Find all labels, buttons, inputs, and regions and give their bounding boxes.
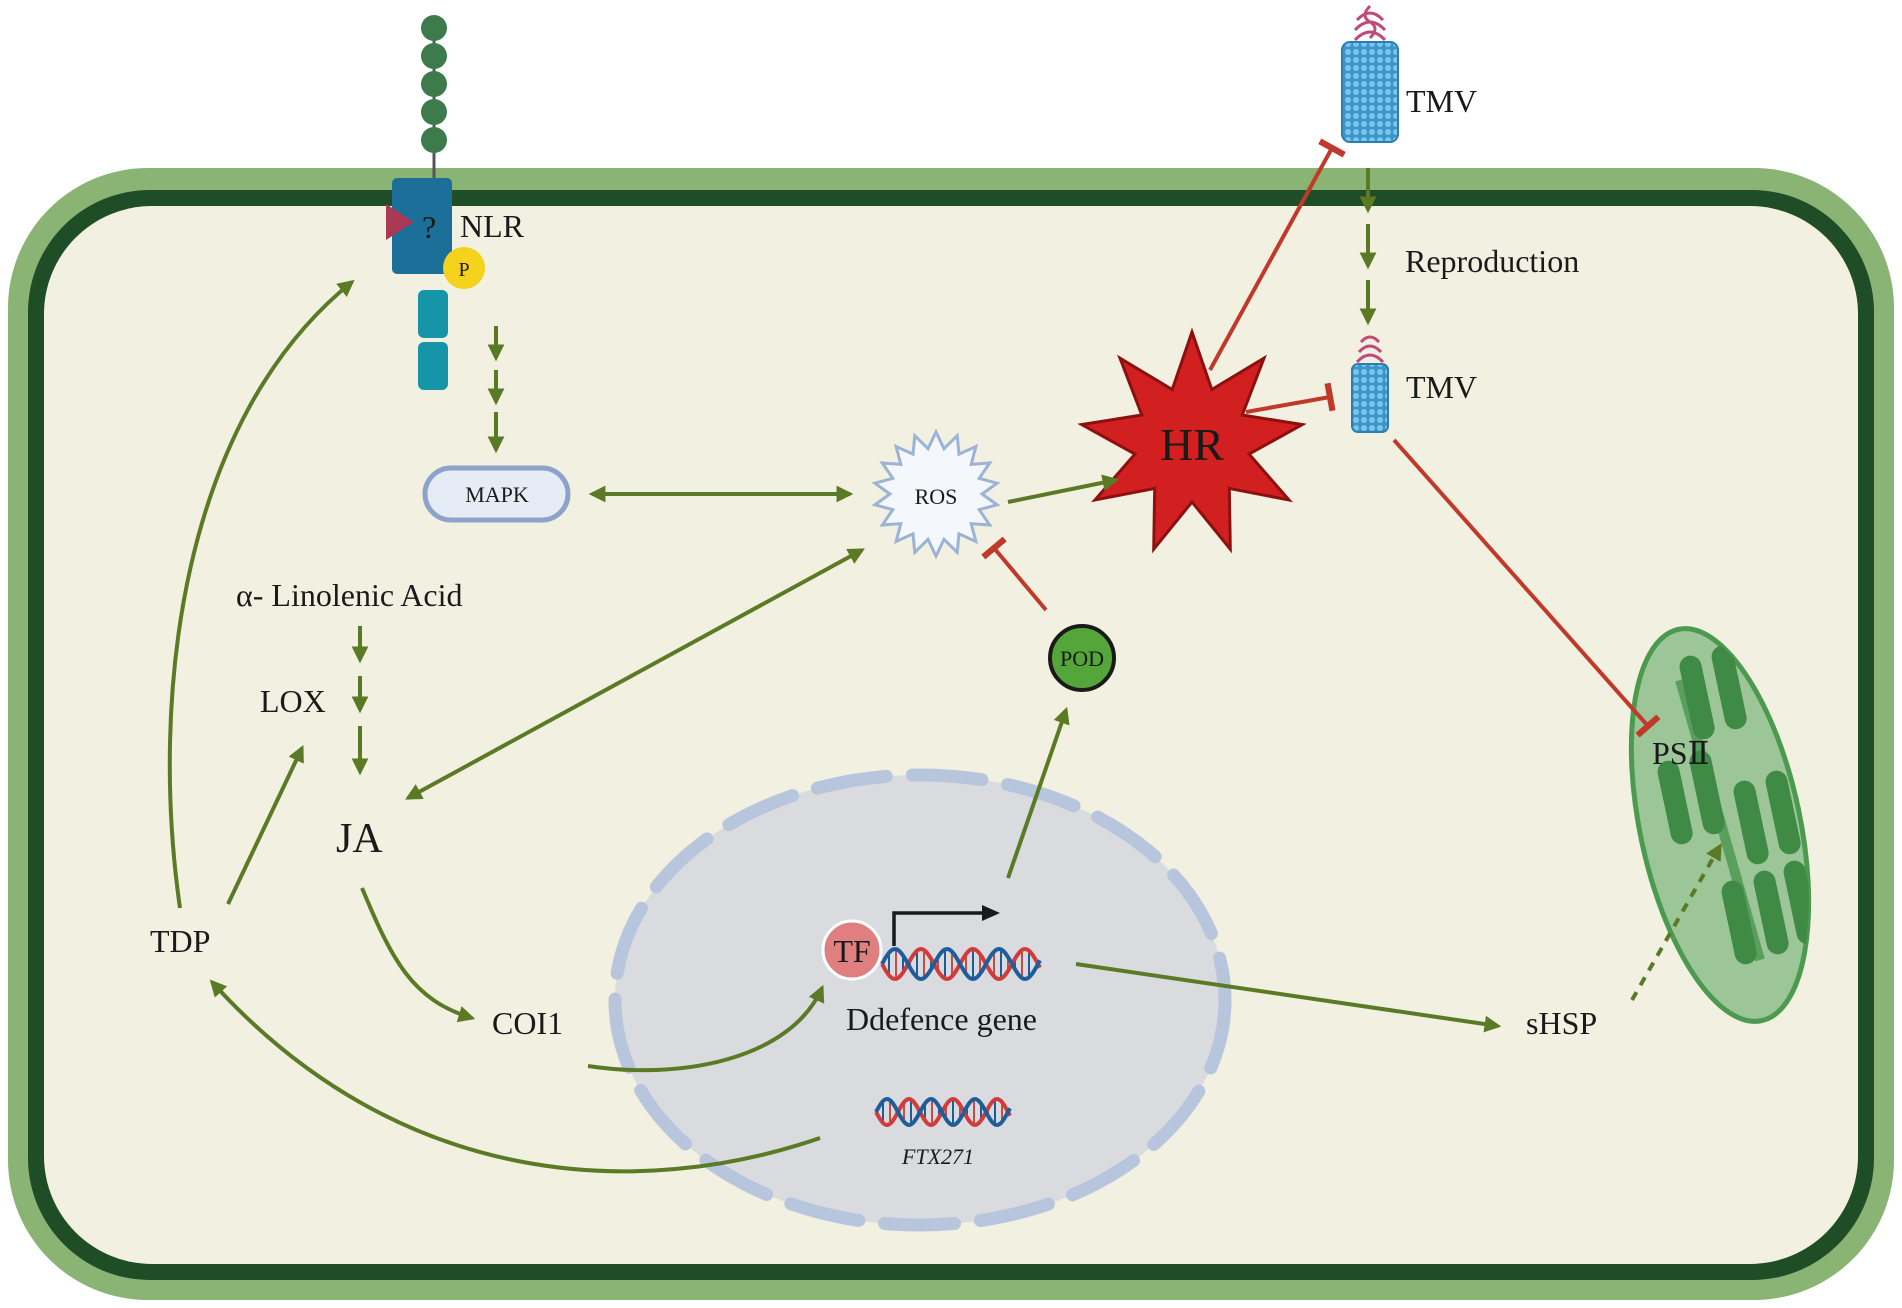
pod-icon xyxy=(1048,624,1116,692)
tf-icon xyxy=(821,919,883,981)
dna-strand-b xyxy=(880,946,1042,982)
tmv-virion-outer-icon xyxy=(1341,4,1399,143)
arrow-ja-coi1 xyxy=(360,887,476,1023)
arrow-ftx271-tdp xyxy=(209,979,821,1174)
arrow-tdp-nlr xyxy=(167,279,355,909)
tmv-outer-label: TMV xyxy=(1406,83,1477,119)
receptor-unknown-mark: ? xyxy=(422,209,436,245)
hr-label: HR xyxy=(1160,419,1224,470)
arrow-coi1-tf xyxy=(587,984,825,1073)
ros-burst-icon xyxy=(871,428,1001,560)
arrow-shsp-psii xyxy=(1630,843,1722,1001)
arrow-ja-ros xyxy=(405,548,865,800)
tmv-virion-inner-icon xyxy=(1351,335,1389,433)
tmv-inner-label: TMV xyxy=(1406,369,1477,405)
phosphate-label: P xyxy=(458,259,469,281)
coi1-label: COI1 xyxy=(492,1005,563,1041)
transcription-start-arrow xyxy=(892,911,988,946)
nlr-label: NLR xyxy=(460,208,525,244)
tf-label: TF xyxy=(833,933,870,969)
nucleus xyxy=(608,768,1232,1232)
inhibit-hr-tmv-outer xyxy=(1208,138,1346,371)
hr-star-icon xyxy=(1077,327,1307,554)
pod-label: POD xyxy=(1060,646,1104,671)
dna-double-helix-icon xyxy=(880,946,1042,982)
inhibit-tmv-psii xyxy=(1392,438,1661,738)
arrow-ros-hr xyxy=(1007,474,1120,504)
lox-label: LOX xyxy=(260,683,326,719)
defence-gene-label: Ddefence gene xyxy=(846,1001,1037,1037)
arrow-gene-shsp xyxy=(1075,962,1502,1033)
nlr-receptor-icon xyxy=(386,15,452,390)
ftx271-label: FTX271 xyxy=(901,1144,974,1169)
inhibit-hr-tmv-inner xyxy=(1245,382,1336,414)
linolenic-acid-label: α- Linolenic Acid xyxy=(236,577,462,613)
inhibition-lines xyxy=(981,138,1661,738)
mapk-box xyxy=(422,465,571,523)
ja-label: JA xyxy=(336,816,383,862)
inhibit-pod-ros xyxy=(981,536,1048,612)
shsp-label: sHSP xyxy=(1526,1005,1597,1041)
activation-arrows xyxy=(167,168,1722,1174)
tdp-label: TDP xyxy=(150,923,210,959)
ros-label: ROS xyxy=(915,484,958,509)
psii-label: PSⅡ xyxy=(1652,735,1709,771)
arrow-tdp-lox xyxy=(226,744,304,905)
transcription-arrow-head xyxy=(982,905,1000,921)
dna-strand-b xyxy=(874,1096,1012,1128)
thylakoid-stack xyxy=(1657,645,1819,965)
reproduction-label: Reproduction xyxy=(1405,243,1579,279)
ftx271-dna-icon xyxy=(874,1096,1012,1128)
mapk-label: MAPK xyxy=(465,482,529,507)
arrow-gene-pod xyxy=(1006,706,1070,879)
phosphate-icon xyxy=(443,247,485,289)
